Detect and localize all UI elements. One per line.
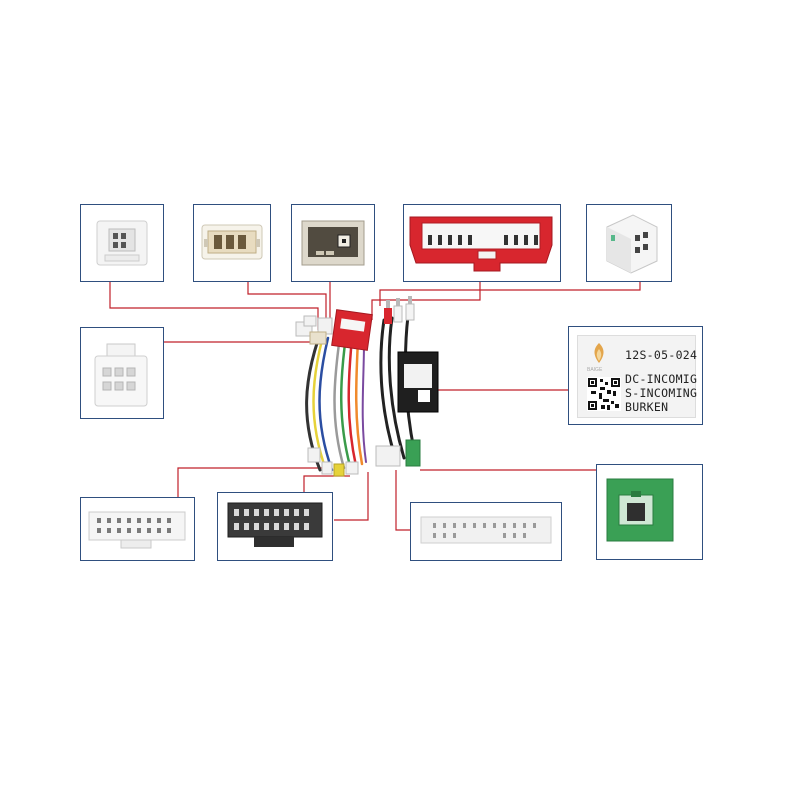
- brand-text: BAIGE: [587, 367, 603, 373]
- connector-panel-gray: [291, 204, 375, 282]
- brand-logo: [594, 343, 604, 363]
- connector-panel-white-cube: [586, 204, 672, 282]
- white-long-connector-image: [88, 511, 186, 549]
- connector-panel-white-plug: [80, 327, 164, 419]
- white-plug-image: [94, 343, 148, 407]
- label-line-1: DC-INCOMIG: [625, 372, 698, 386]
- connector-panel-black: [217, 492, 333, 561]
- connector-panel-white-long: [80, 497, 195, 561]
- connector-panel-green: [596, 464, 703, 560]
- black-connector-image: [227, 502, 323, 547]
- part-number: 12S-05-024: [625, 348, 698, 362]
- qr-code: [587, 377, 621, 411]
- green-connector-image: [606, 478, 674, 542]
- red-connector-image: [409, 216, 553, 272]
- label-line-2: S-INCOMING: [625, 386, 698, 400]
- beige-connector-image: [201, 224, 263, 260]
- connector-panel-red: [403, 204, 561, 282]
- connector-panel-white-small: [80, 204, 164, 282]
- label-line-3: BURKEN: [625, 400, 669, 414]
- gray-connector-image: [301, 220, 365, 266]
- white-cube-connector-image: [606, 214, 658, 274]
- connector-panel-white-wide: [410, 502, 562, 561]
- white-connector-image: [96, 220, 148, 266]
- white-wide-connector-image: [420, 516, 552, 544]
- connector-panel-beige: [193, 204, 271, 282]
- product-label-panel: BAIGE 12S-05-024 DC-INCOMIG S-INCOMING B…: [568, 326, 703, 425]
